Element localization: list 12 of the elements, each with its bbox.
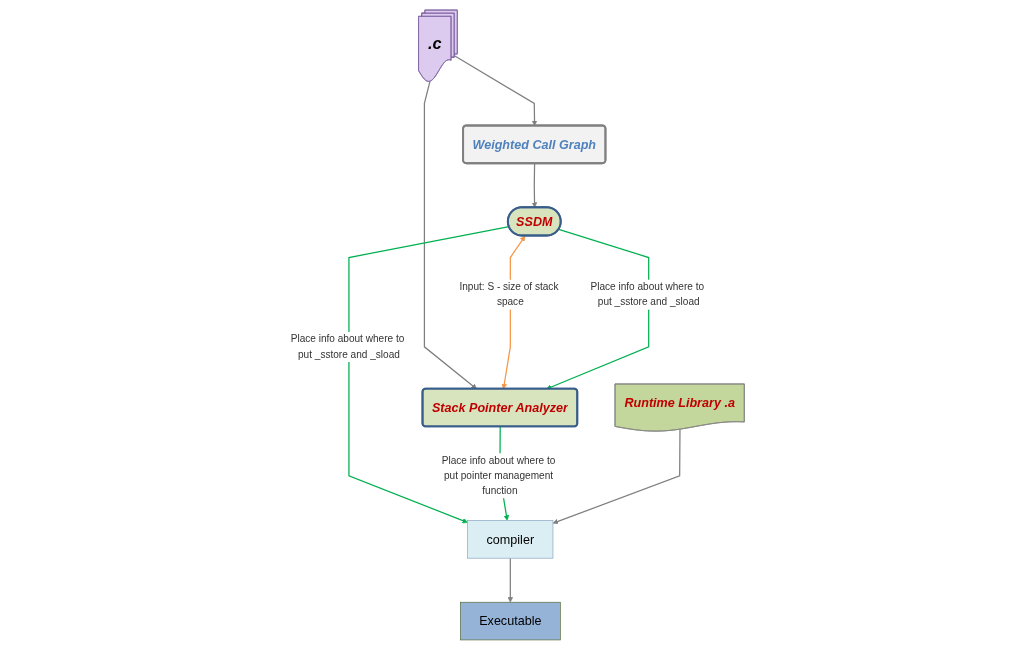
edge-label: Place info about where to put _sstore and _sload bbox=[590, 281, 704, 308]
edge-label: Input: S - size of stack space bbox=[459, 281, 559, 308]
arrow bbox=[453, 55, 538, 126]
node-box: compiler bbox=[467, 520, 554, 559]
edge-label: Place info about where to put pointer management function bbox=[441, 455, 556, 496]
node-box: Executable bbox=[459, 601, 561, 641]
edge-label: Place info about where to put _sstore and _sload bbox=[290, 333, 405, 360]
arrow bbox=[552, 428, 681, 525]
arrow bbox=[546, 228, 650, 390]
arrow bbox=[531, 162, 538, 208]
arrow bbox=[507, 557, 513, 603]
arrow bbox=[423, 81, 477, 390]
